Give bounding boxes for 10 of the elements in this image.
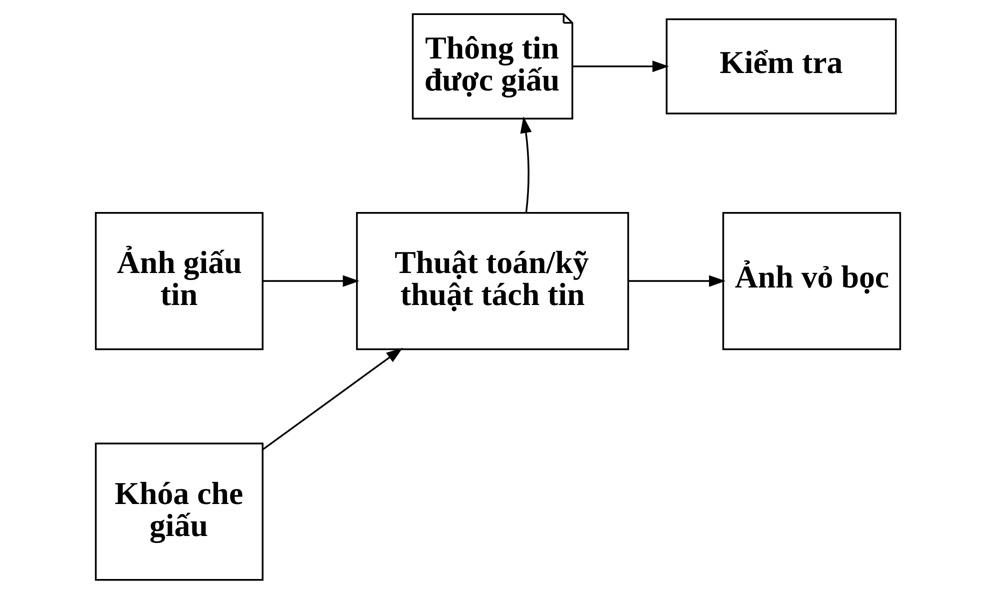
arrow	[262, 348, 403, 450]
node-box: Thuật toán/kỹ thuật tách tin	[356, 212, 630, 350]
arrow	[520, 116, 532, 213]
arrow	[263, 275, 360, 287]
arrow	[572, 60, 669, 72]
node-box: Kiểm tra	[666, 18, 897, 114]
node-box: Ảnh giấu tin	[94, 212, 264, 350]
node-box: Ảnh vỏ bọc	[722, 212, 902, 350]
node-box: Khóa che giấu	[94, 442, 264, 581]
arrow	[628, 275, 726, 287]
